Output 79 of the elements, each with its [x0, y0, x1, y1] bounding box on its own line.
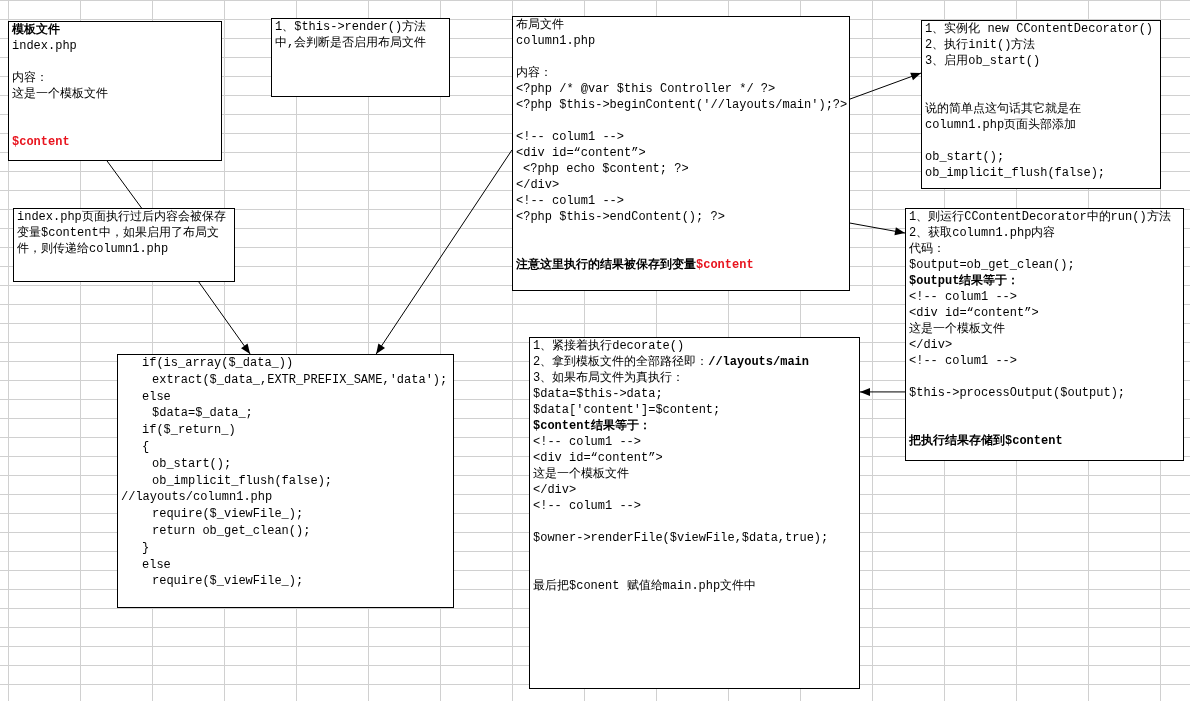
code-line: <!-- colum1 -->	[909, 353, 1018, 369]
note-text: 3、如果布局文件为真执行：	[533, 370, 685, 386]
code-line: <div id=“content”>	[533, 450, 663, 466]
arrow	[375, 149, 513, 355]
file-name: column1.php	[516, 33, 596, 49]
note-text: 2、执行init()方法	[925, 37, 1036, 53]
code-line: if(is_array($_data_))	[142, 355, 294, 372]
variable-name: $content	[696, 257, 754, 273]
note-box	[8, 21, 222, 161]
code-line: $data=$_data_;	[152, 405, 253, 423]
box-heading: 布局文件	[516, 17, 564, 33]
note-box	[271, 18, 450, 97]
note-text: 说的简单点这句话其它就是在column1.php页面头部添加	[925, 101, 1082, 133]
code-line: ob_start();	[152, 455, 232, 473]
code-line: else	[142, 388, 171, 406]
note-box	[13, 208, 235, 282]
code-line: require($_viewFile_);	[152, 506, 304, 523]
code-line: <?php $this->endContent(); ?>	[516, 209, 725, 225]
file-name: index.php	[12, 38, 77, 54]
arrow	[849, 222, 906, 236]
code-line: <div id=“content”>	[909, 305, 1039, 321]
note-text: 2、拿到模板文件的全部路径即：//layouts/main	[533, 354, 810, 370]
note-text: 代码：	[909, 241, 945, 257]
note-text: 最后把$conent 赋值给main.php文件中	[533, 578, 757, 594]
note-text: 1、紧接着执行decorate()	[533, 338, 685, 354]
arrow	[849, 72, 922, 100]
variable-name: $content	[12, 134, 70, 150]
code-line: </div>	[516, 177, 560, 193]
code-line: ob_implicit_flush(false);	[152, 472, 333, 490]
code-line: //layouts/column1.php	[121, 489, 273, 507]
note-text: 1、$this->render()方法中,会判断是否启用布局文件	[275, 19, 428, 51]
code-line: require($_viewFile_);	[152, 573, 304, 591]
code-line: </div>	[533, 482, 577, 498]
code-line: </div>	[909, 337, 953, 353]
code-line: <!-- colum1 -->	[533, 498, 642, 514]
code-line: <?php $this->beginContent('//layouts/main');?>	[516, 97, 848, 113]
code-line: {	[142, 439, 150, 456]
code-line: <!-- colum1 -->	[516, 129, 625, 145]
note-text: 把执行结果存储到$content	[909, 433, 1063, 449]
code-line: extract($_data_,EXTR_PREFIX_SAME,'data');	[152, 371, 448, 389]
note-text: 2、获取column1.php内容	[909, 225, 1056, 241]
note-text: index.php页面执行过后内容会被保存变量$content中，如果启用了布局文件，则传递给column1.php	[17, 209, 227, 257]
code-line: <?php echo $content; ?>	[523, 161, 689, 177]
note-text: 注意这里执行的结果被保存到变量	[516, 257, 696, 273]
code-line: ob_start();	[925, 149, 1005, 165]
code-line: $data['content']=$content;	[533, 402, 721, 418]
arrow	[859, 387, 906, 396]
note-text: 3、启用ob_start()	[925, 53, 1041, 69]
code-line: $data=$this->data;	[533, 386, 663, 402]
note-text: $content结果等于：	[533, 418, 651, 434]
code-line: <?php /* @var $this Controller */ ?>	[516, 81, 776, 97]
note-text: 这是一个模板文件	[12, 86, 108, 102]
code-line: ob_implicit_flush(false);	[925, 165, 1106, 181]
code-line: <div id=“content”>	[516, 145, 646, 161]
note-box	[921, 20, 1161, 189]
note-text: 这是一个模板文件	[533, 466, 629, 482]
code-line: else	[142, 556, 171, 574]
code-line: <!-- colum1 -->	[533, 434, 642, 450]
note-box	[512, 16, 850, 291]
note-text: 这是一个模板文件	[909, 321, 1005, 337]
note-text: 1、则运行CContentDecorator中的run()方法	[909, 209, 1171, 225]
code-line: if($_return_)	[142, 422, 236, 439]
note-text: 内容：	[12, 70, 48, 86]
code-line: <!-- colum1 -->	[909, 289, 1018, 305]
note-text: $output结果等于：	[909, 273, 1020, 289]
code-line: $this->processOutput($output);	[909, 385, 1126, 401]
note-box	[529, 337, 860, 689]
note-text: 内容：	[516, 65, 552, 81]
connector-line	[106, 160, 143, 209]
code-line: <!-- colum1 -->	[516, 193, 625, 209]
code-line: $owner->renderFile($viewFile,$data,true);	[533, 530, 829, 546]
note-box	[905, 208, 1184, 461]
box-heading: 模板文件	[12, 22, 60, 38]
code-line: return ob_get_clean();	[152, 523, 311, 540]
code-line: }	[142, 539, 150, 557]
note-box	[117, 354, 454, 608]
note-text: 1、实例化 new CContentDecorator()	[925, 21, 1154, 37]
arrow	[198, 281, 251, 355]
code-line: $output=ob_get_clean();	[909, 257, 1075, 273]
